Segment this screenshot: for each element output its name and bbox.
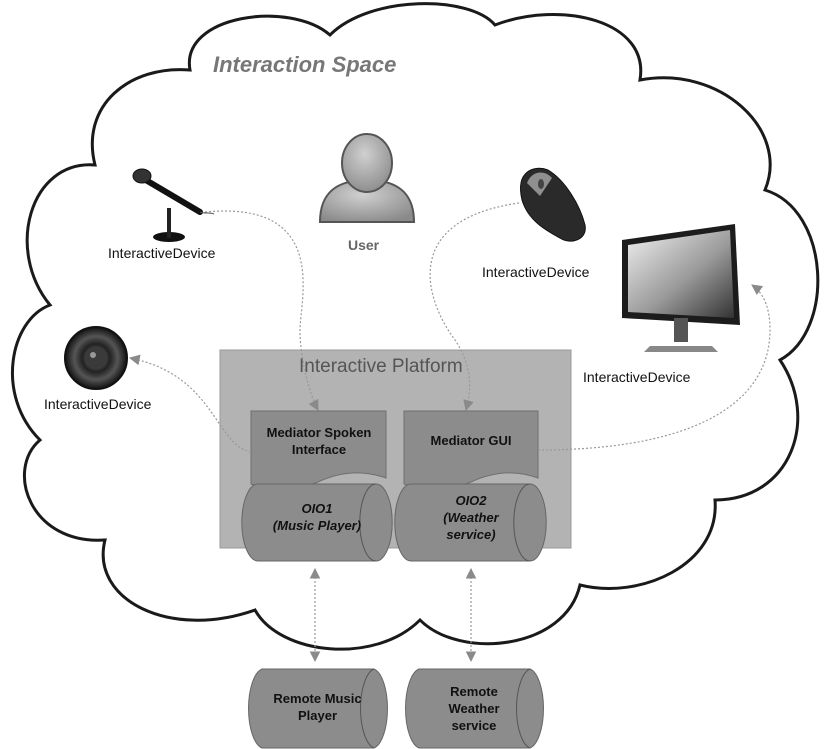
oio1-name: OIO1 (301, 501, 333, 516)
remote-weather-line2: Weather (448, 701, 500, 716)
user-icon (318, 133, 416, 223)
speaker-device-label: InteractiveDevice (44, 396, 152, 412)
interaction-space-cloud (10, 2, 820, 651)
oio2-desc-line2: service) (446, 527, 496, 542)
remote-music-line2: Player (297, 708, 338, 723)
arrow-mouse-to-gui (429, 202, 520, 412)
monitor-icon (622, 224, 740, 352)
remote-music-label: Remote Music Player (261, 690, 374, 724)
arrow-gui-to-monitor (537, 284, 771, 451)
remote-weather-line3: service (451, 718, 497, 733)
remote-music-line1: Remote Music (273, 691, 362, 706)
microphone-icon (132, 168, 215, 242)
arrow-mic-to-spoken (204, 210, 319, 411)
interaction-space-title: Interaction Space (213, 52, 397, 77)
oio2-label: OIO2 (Weather service) (412, 492, 530, 543)
oio1-label: OIO1 (Music Player) (257, 500, 377, 534)
speaker-icon (64, 326, 128, 390)
remote-weather-line1: Remote (450, 684, 498, 699)
interactive-platform-title: Interactive Platform (299, 356, 463, 377)
microphone-device-label: InteractiveDevice (108, 245, 216, 261)
user-label: User (348, 237, 380, 253)
oio1-desc: (Music Player) (272, 518, 362, 533)
oio2-desc-line1: (Weather (443, 510, 499, 525)
remote-weather-label: Remote Weather service (418, 683, 530, 734)
arrow-spoken-to-speaker (128, 354, 252, 453)
mouse-device-label: InteractiveDevice (482, 264, 590, 280)
mouse-icon (520, 167, 586, 242)
mediator-spoken-label: Mediator Spoken Interface (266, 425, 372, 457)
oio2-name: OIO2 (455, 493, 487, 508)
monitor-device-label: InteractiveDevice (583, 369, 691, 385)
connector-arrows (128, 202, 771, 663)
mediator-gui-label: Mediator GUI (430, 433, 512, 448)
